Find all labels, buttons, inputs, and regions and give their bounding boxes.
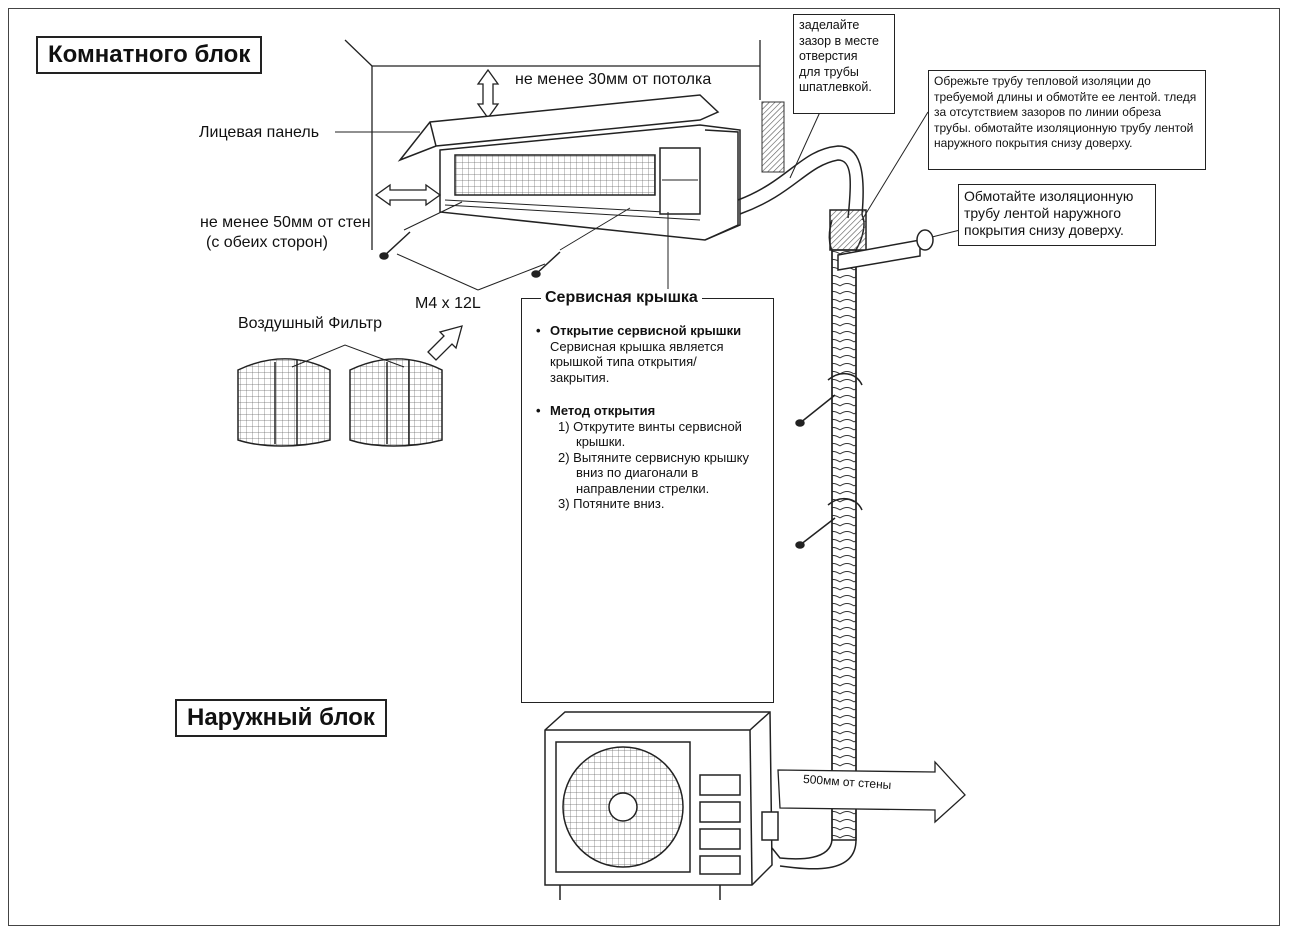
cut-insulation-note: Обрежьте трубу тепловой изоляции до треб… (928, 70, 1206, 170)
mounting-screws (379, 201, 631, 291)
opening-line: закрытия. (550, 369, 610, 385)
opening-heading: Открытие сервисной крышки (550, 323, 742, 338)
pipe-clips (795, 373, 863, 549)
ceiling-clearance-label: не менее 30мм от потолка (515, 71, 712, 88)
outdoor-unit (544, 711, 779, 900)
note-line: Обрежьте трубу тепловой изоляции до (934, 74, 1151, 88)
note-line: Обмотайте изоляционную (964, 188, 1134, 204)
note-line: заделайте (799, 18, 860, 32)
service-cover-opening: • Открытие сервисной крышки Сервисная кры… (536, 323, 766, 385)
bullet: • (536, 403, 541, 418)
service-cover-method: • Метод открытия 1) Открутите винты серви… (536, 403, 762, 512)
outdoor-unit-title: Наружный блок (175, 699, 387, 737)
ceiling-clearance-arrow (476, 68, 500, 120)
side-clearance-arrow (374, 183, 442, 207)
wall-hole (761, 101, 785, 173)
wrapped-pipe-end (837, 229, 934, 271)
note-line: за отсутствием зазоров по линии обреза (934, 105, 1161, 119)
refrigerant-pipe (737, 145, 867, 870)
method-heading: Метод открытия (550, 403, 656, 418)
note-line: трубу лентой наружного (964, 205, 1122, 221)
note-line: наружного покрытия снизу доверху. (934, 136, 1133, 150)
distance-arrow (777, 760, 966, 824)
note-line: трубы. обмотайте изоляционную трубу лент… (934, 120, 1194, 135)
method-step: 3) Потяните вниз. (558, 496, 665, 511)
indoor-unit-title: Комнатного блок (36, 36, 263, 74)
bullet: • (536, 323, 541, 338)
air-filter-label: Воздушный Фильтр (238, 315, 383, 332)
indoor-unit (397, 94, 741, 241)
front-panel-label: Лицевая панель (199, 124, 320, 141)
service-cover-title: Сервисная крышка (541, 289, 702, 307)
note-line: для трубы (799, 64, 859, 79)
wrap-pipe-note: Обмотайте изоляционную трубу лентой нару… (958, 184, 1156, 246)
note-line: шпатлевкой. (799, 80, 872, 94)
note-line: требуемой длины и обмотйте ее лентой. тл… (934, 89, 1197, 104)
opening-line: Сервисная крышка является (550, 338, 724, 354)
opening-line: крышкой типа открытия/ (550, 354, 697, 369)
screw-size-label: M4 x 12L (415, 295, 481, 312)
method-step: 2) Вытяните сервисную крышку вниз по диа… (558, 449, 749, 496)
note-line: зазор в месте (799, 33, 879, 48)
method-step: 1) Открутите винты сервисной крышки. (558, 418, 742, 450)
wall-outline (344, 39, 761, 250)
insert-arrow (427, 325, 463, 361)
note-line: отверстия (799, 49, 858, 63)
wall-clearance-label: не менее 50мм от стен (200, 214, 371, 231)
note-line: покрытия снизу доверху. (964, 222, 1124, 238)
seal-gap-note: заделайте зазор в месте отверстия для тр… (793, 14, 895, 114)
page-frame (8, 8, 1280, 926)
air-filters (237, 344, 443, 447)
wall-clearance-sides-label: (с обеих сторон) (206, 234, 328, 251)
service-cover-box (521, 298, 774, 703)
